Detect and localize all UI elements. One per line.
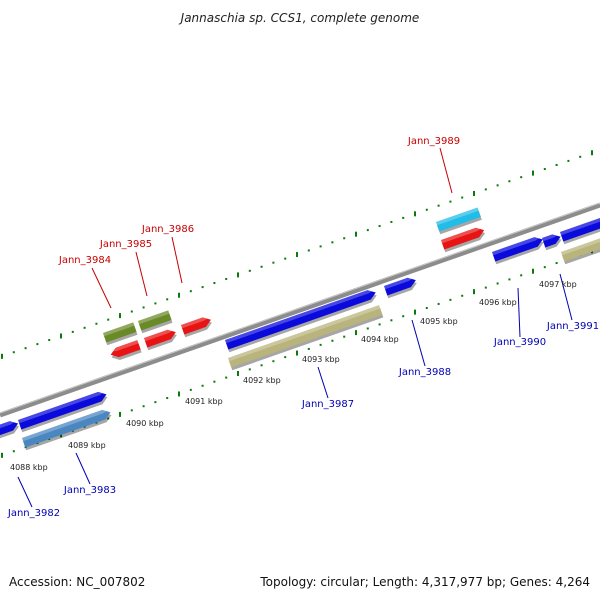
tick-label: 4097 kbp (539, 280, 577, 289)
gene-feature-highlight (560, 217, 600, 236)
tick-label: 4089 kbp (68, 441, 106, 450)
gene-feature (103, 322, 138, 346)
gene-feature-body (228, 305, 383, 368)
label-leader-lines (17, 147, 573, 508)
gene-feature-highlight (0, 420, 18, 432)
tick-label: 4088 kbp (10, 463, 48, 472)
gene-feature-body (225, 290, 376, 350)
tick-label: 4096 kbp (479, 298, 517, 307)
gene-feature-body (561, 235, 600, 262)
gene-feature-highlight (561, 235, 600, 256)
gene-feature (109, 340, 142, 360)
gene-feature-highlight (441, 227, 484, 244)
gene-feature-body (138, 310, 172, 331)
gene-feature-highlight (109, 340, 139, 352)
gene-label: Jann_3988 (398, 367, 451, 378)
gene-feature-body (144, 329, 176, 348)
leader-line (411, 319, 426, 367)
gene-feature-highlight (225, 289, 375, 344)
gene-label: Jann_3986 (141, 224, 194, 235)
gene-feature-highlight (492, 236, 542, 256)
gene-label: Jann_3984 (58, 255, 111, 266)
gene-feature-highlight (384, 277, 415, 290)
tick-label: 4090 kbp (126, 419, 164, 428)
gene-feature-body (18, 391, 107, 430)
gene-feature (18, 391, 108, 433)
gene-feature-highlight (181, 316, 210, 329)
gene-feature-highlight (144, 329, 175, 342)
gene-feature-highlight (542, 233, 560, 242)
gene-feature-highlight (18, 391, 106, 424)
gene-label: Jann_3989 (407, 136, 460, 147)
leader-line (439, 147, 453, 194)
gene-feature (542, 233, 562, 251)
leader-line (17, 476, 33, 508)
gene-feature (225, 289, 377, 353)
gene-label: Jann_3990 (493, 337, 546, 348)
page-title: Jannaschia sp. CCS1, complete genome (179, 11, 420, 25)
upper-gene-labels: Jann_3984 Jann_3985 Jann_3986 Jann_3989 (58, 136, 460, 266)
gene-feature (441, 227, 486, 253)
gene-feature (384, 277, 417, 299)
lower-tick-track (1, 248, 593, 458)
leader-line (171, 236, 183, 284)
feature-track (0, 207, 600, 451)
gene-feature-body (560, 217, 600, 242)
gene-feature (138, 310, 173, 334)
gene-feature-body (0, 421, 19, 438)
gene-label: Jann_3985 (99, 239, 152, 250)
genome-backbone-highlight (0, 202, 600, 414)
gene-feature-body (436, 207, 481, 232)
gene-feature-body (22, 409, 111, 448)
summary-text: Topology: circular; Length: 4,317,977 bp… (259, 575, 590, 589)
tick-label: 4091 kbp (185, 397, 223, 406)
gene-feature (436, 207, 482, 235)
gene-feature-highlight (138, 310, 170, 325)
gene-feature-body (110, 340, 141, 358)
gene-label: Jann_3987 (301, 399, 354, 410)
gene-label: Jann_3991 (546, 321, 599, 332)
leader-line (91, 267, 112, 309)
tick-label: 4095 kbp (420, 317, 458, 326)
genome-backbone (0, 202, 600, 418)
gene-feature-highlight (103, 322, 135, 337)
leader-line (135, 251, 148, 297)
gene-feature (22, 409, 112, 451)
gene-feature-body (103, 322, 137, 343)
gene-feature-body (492, 237, 543, 262)
gene-feature-highlight (22, 409, 110, 442)
gene-feature-highlight (436, 207, 479, 226)
gene-feature-body (441, 227, 485, 250)
tick-label: 4093 kbp (302, 355, 340, 364)
tick-label: 4094 kbp (361, 335, 399, 344)
leader-line (317, 366, 329, 399)
leader-line (559, 273, 573, 321)
gene-feature-body (181, 317, 211, 335)
gene-feature (144, 329, 177, 351)
accession-text: Accession: NC_007802 (9, 575, 145, 589)
gene-feature (0, 420, 20, 441)
gene-feature (228, 305, 384, 371)
gene-feature (560, 217, 600, 245)
gene-label: Jann_3982 (7, 508, 60, 519)
gene-label: Jann_3983 (63, 485, 116, 496)
tick-label: 4092 kbp (243, 376, 281, 385)
tick-labels: 4088 kbp 4089 kbp 4090 kbp 4091 kbp 4092… (10, 280, 577, 472)
gene-feature-highlight (228, 305, 381, 362)
leader-line (75, 452, 91, 485)
upper-tick-track (1, 150, 593, 359)
gene-feature (492, 236, 544, 265)
gene-feature-body (384, 277, 416, 296)
lower-gene-labels: Jann_3982 Jann_3983 Jann_3987 Jann_3988 … (7, 321, 599, 519)
gene-feature-body (542, 234, 561, 248)
gene-feature (181, 316, 212, 338)
leader-line (517, 287, 521, 338)
